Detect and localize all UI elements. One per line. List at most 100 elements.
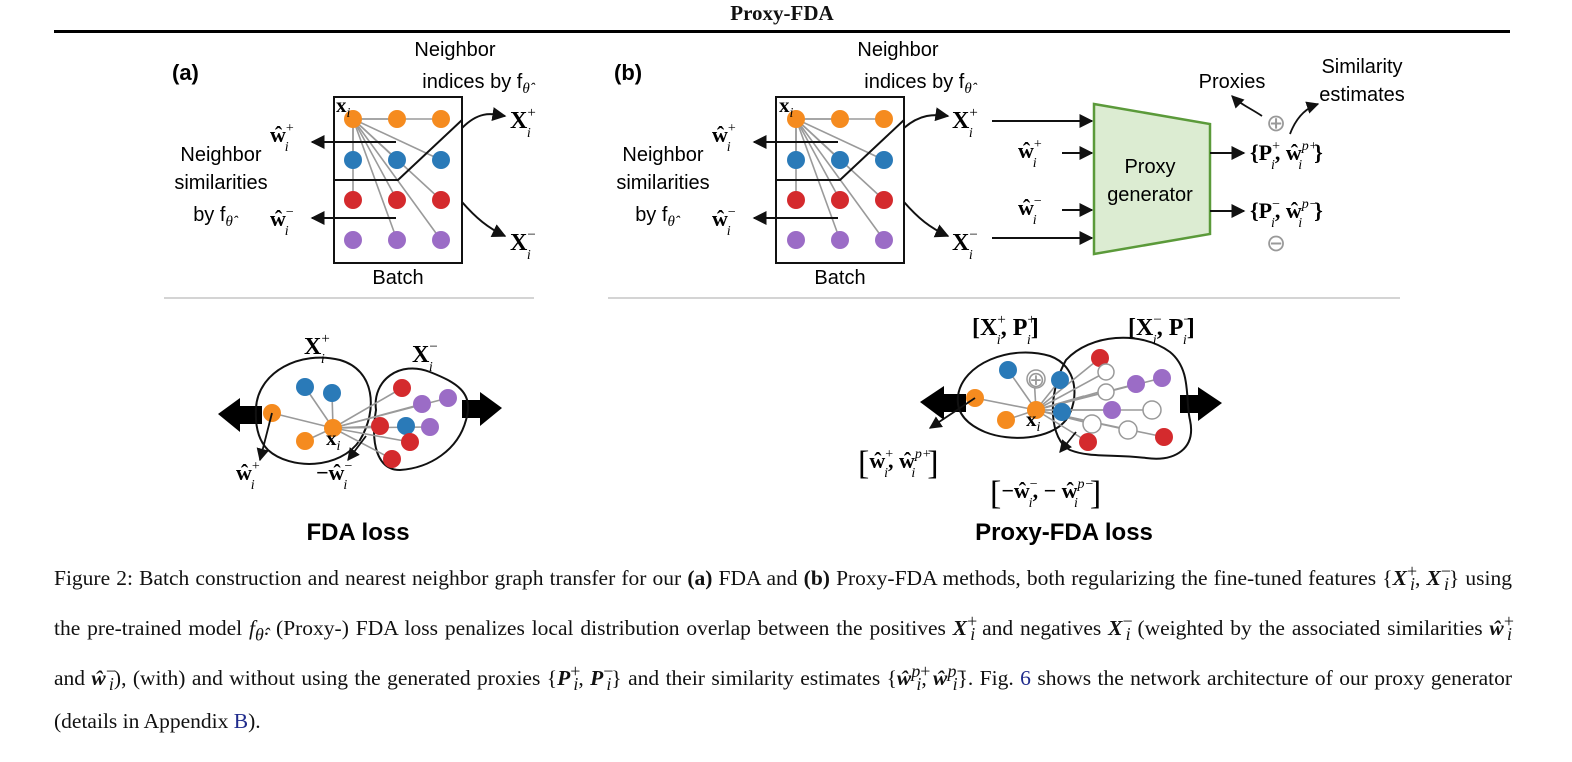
generator-line2: generator <box>1107 184 1193 206</box>
appendix-b-link[interactable]: B <box>233 708 249 733</box>
figure: (a) Neighbor indices by fθ̂ Neighbor sim… <box>164 39 1405 546</box>
panel-a-neighbor-sim-line2: similarities <box>174 172 267 194</box>
panel-b-batch-label: Batch <box>814 267 865 289</box>
panel-b-label: (b) <box>614 60 642 85</box>
caption-text: ), (with) and without using the generate… <box>113 666 541 691</box>
proxy-positive-node <box>1026 369 1046 389</box>
orange-node <box>831 110 849 128</box>
similarity-arrow <box>1289 101 1320 135</box>
theta-hat-subscript: θ̂ <box>667 214 680 230</box>
proxy-w-pos-pair: [ŵ+i, ŵp+i] <box>858 445 939 482</box>
blue-node <box>1053 403 1071 421</box>
ominus-icon: ⊖ <box>1266 231 1286 257</box>
proxy-xi: xi <box>1026 407 1041 435</box>
figure-6-link[interactable]: 6 <box>1020 666 1031 691</box>
push-right-arrow <box>462 392 502 426</box>
similarity-line1: Similarity <box>1321 56 1402 78</box>
caption-text: and <box>54 666 86 691</box>
caption-text: . Fig. <box>967 666 1014 691</box>
red-node <box>344 191 362 209</box>
purple-node <box>344 231 362 249</box>
orange-node <box>388 110 406 128</box>
panel-a-by-f: by f <box>193 204 226 226</box>
fda-wpos-arrow <box>256 412 273 462</box>
red-node <box>1091 349 1109 367</box>
panel-b-arrow-to-Xpos <box>903 107 950 129</box>
panel-a-neighbor-indices-line1: Neighbor <box>414 39 496 61</box>
proxies-arrow <box>1231 95 1263 117</box>
figure-caption: Figure 2: Batch construction and nearest… <box>54 553 1514 739</box>
panel-a-wpos: ŵ+i <box>270 121 294 155</box>
orange-node <box>296 432 314 450</box>
gen-wneg-label: ŵ−i <box>1018 194 1042 228</box>
caption-text: and their similarity estimates <box>628 666 881 691</box>
blue-node <box>296 378 314 396</box>
caption-text: shows the network architecture of our pr… <box>54 666 1513 733</box>
oplus-icon: ⊕ <box>1027 367 1045 392</box>
caption-math: {P+i, P−i} <box>546 660 622 695</box>
orange-node <box>344 110 362 128</box>
fda-negative-cluster <box>373 367 469 472</box>
red-node <box>875 191 893 209</box>
gen-output-pos-label: {P+i, ŵp+i} <box>1250 139 1323 173</box>
caption-math: ŵ−i <box>91 660 116 695</box>
caption-text: and negatives <box>982 616 1102 641</box>
blue-node <box>999 361 1017 379</box>
proxy-negative-node <box>1082 414 1102 434</box>
fda-xi: xi <box>326 426 341 454</box>
proxy-generator-block <box>1092 102 1212 256</box>
orange-node <box>432 110 450 128</box>
panel-b-nodes <box>787 110 893 249</box>
orange-node <box>997 411 1015 429</box>
panel-a-xi-label: xi <box>336 93 351 121</box>
header-title: Proxy-FDA <box>730 1 834 25</box>
panel-b-neighbor-sim-line2: similarities <box>616 172 709 194</box>
panel-a-Xneg: X−i <box>510 227 536 263</box>
panel-a-batch-label: Batch <box>372 267 423 289</box>
purple-node <box>831 231 849 249</box>
similarity-line2: estimates <box>1319 84 1405 106</box>
proxy-set-neg: [X−i, P−i] <box>1128 312 1195 348</box>
proxy-wpos-arrow <box>928 397 976 429</box>
proxy-negative-node <box>1097 363 1115 381</box>
blue-node <box>323 384 341 402</box>
caption-math: {ŵp+i, ŵp−i} <box>886 660 968 695</box>
purple-node <box>413 395 431 413</box>
red-node <box>383 450 401 468</box>
purple-node <box>439 389 457 407</box>
panel-a-neighbor-sim-line3: by fθ̂ <box>193 204 239 230</box>
purple-node <box>787 231 805 249</box>
panel-b-xi-label: xi <box>779 93 794 121</box>
proxy-set-pos: [X+i, P+i] <box>972 312 1039 348</box>
panel-b-neighbor-indices-line1: Neighbor <box>857 39 939 61</box>
fda-wpos: ŵ+i <box>236 459 260 493</box>
purple-node <box>432 231 450 249</box>
caption-text: . (Proxy-) FDA loss penalizes local dist… <box>263 616 946 641</box>
panel-a-arrow-to-Xpos <box>461 107 507 129</box>
caption-text: (weighted by the associated similarities <box>1137 616 1483 641</box>
fda-wneg-arrow <box>347 435 367 462</box>
caption-b: (b) <box>803 566 830 591</box>
proxy-negative-node <box>1142 400 1162 420</box>
oplus-icon: ⊕ <box>1266 111 1286 137</box>
blue-node <box>344 151 362 169</box>
caption-math: X−i <box>1108 610 1133 645</box>
panel-b-Xpos: X+i <box>952 105 978 141</box>
blue-node <box>787 151 805 169</box>
blue-node <box>875 151 893 169</box>
gen-wpos-label: ŵ+i <box>1018 137 1042 171</box>
push-right-arrow <box>1180 387 1222 421</box>
panel-a-arrow-to-Xneg <box>461 201 507 237</box>
orange-node-anchor <box>1027 401 1045 419</box>
orange-node <box>787 110 805 128</box>
blue-node <box>432 151 450 169</box>
panel-a-indices-text: indices by f <box>422 71 522 93</box>
panel-a-partition <box>334 119 463 181</box>
fda-loss-diagram: X+i X−i xi ŵ+i −ŵ−i FDA loss <box>218 331 502 546</box>
page-header: Proxy-FDA <box>54 0 1510 33</box>
fda-Xpos: X+i <box>304 331 330 367</box>
panel-b-neighbor-indices-line2: indices by fθ̂ <box>864 71 977 97</box>
orange-node-anchor <box>324 419 342 437</box>
proxy-w-neg-pair: [−ŵ−i, − ŵp−i] <box>990 475 1101 512</box>
panel-a-neighbor-sim-line1: Neighbor <box>180 144 262 166</box>
